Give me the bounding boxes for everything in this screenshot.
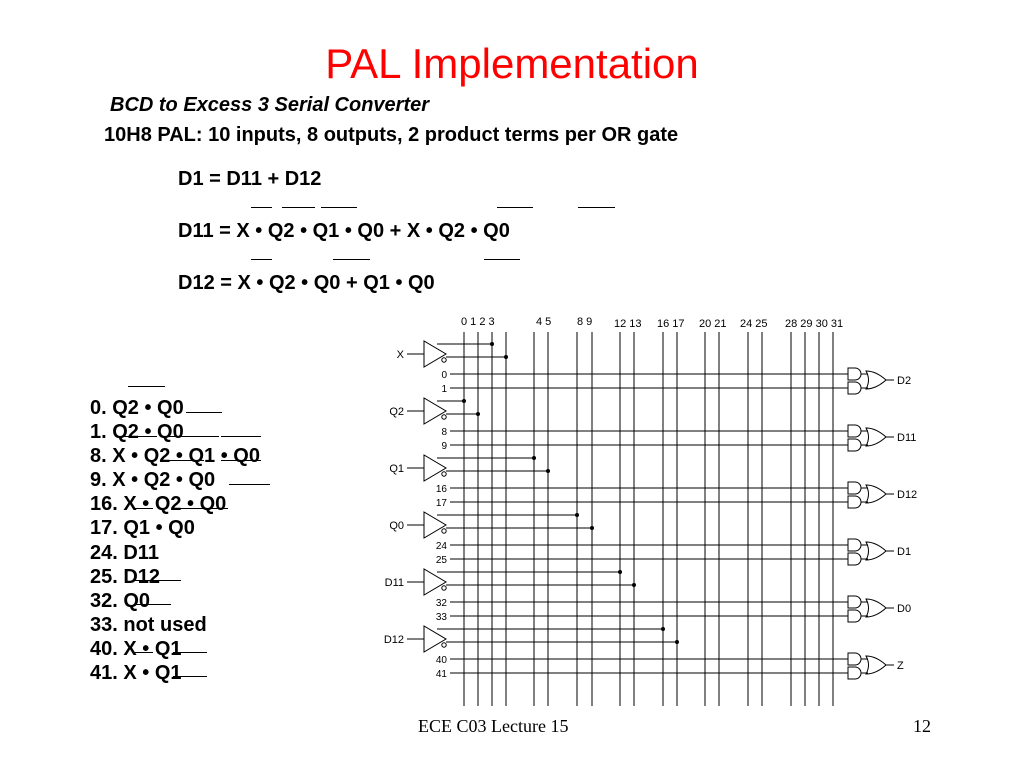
junction-dot <box>532 456 536 460</box>
product-term: 40. X • Q1 <box>90 637 182 660</box>
row-label: 24 <box>436 541 448 552</box>
input-label: X <box>397 349 405 361</box>
buffer-icon <box>423 625 447 653</box>
junction-dot <box>504 355 508 359</box>
footer-lecture: ECE C03 Lecture 15 <box>418 716 569 736</box>
input-label: D11 <box>385 577 404 589</box>
output-label: D1 <box>897 546 911 558</box>
output-label: D11 <box>897 432 916 444</box>
pal-description: 10H8 PAL: 10 inputs, 8 outputs, 2 produc… <box>104 124 679 146</box>
row-label: 9 <box>441 441 447 452</box>
row-label: 41 <box>436 669 448 680</box>
column-label: 0 1 2 3 <box>461 316 495 328</box>
product-term: 16. X • Q2 • Q0 <box>90 493 227 516</box>
product-term: 9. X • Q2 • Q0 <box>90 469 216 492</box>
row-label: 40 <box>436 655 448 666</box>
column-label: 28 29 30 31 <box>785 318 843 330</box>
row-label: 0 <box>441 370 447 381</box>
or-gate-icon <box>865 541 887 561</box>
and-gate-icon <box>847 538 862 552</box>
equation-d1: D1 = D11 + D12 <box>178 168 322 190</box>
equation-d11: D11 = X • Q2 • Q1 • Q0 + X • Q2 • Q0 <box>178 220 510 242</box>
column-label: 16 17 <box>657 318 685 330</box>
product-term: 25. D12 <box>90 565 161 588</box>
input-label: D12 <box>384 634 404 646</box>
or-gate-icon <box>865 484 887 504</box>
buffer-icon <box>423 340 447 368</box>
footer-page-number: 12 <box>913 716 931 736</box>
output-label: Z <box>897 660 904 672</box>
inverter-bubble-icon <box>441 471 447 477</box>
product-term: 33. not used <box>90 613 207 636</box>
and-gate-icon <box>847 666 862 680</box>
column-label: 12 13 <box>614 318 642 330</box>
input-label: Q2 <box>389 406 404 418</box>
column-label: 4 5 <box>536 316 551 328</box>
column-label: 20 21 <box>699 318 727 330</box>
junction-dot <box>476 412 480 416</box>
and-gate-icon <box>847 438 862 452</box>
product-term: 32. Q0 <box>90 589 151 612</box>
and-gate-icon <box>847 381 862 395</box>
junction-dot <box>462 399 466 403</box>
buffer-icon <box>423 397 447 425</box>
and-gate-icon <box>847 481 862 495</box>
and-gate-icon <box>847 367 862 381</box>
product-term-list: 0. Q2 • Q0 1. Q2 • Q0 8. X • Q2 • Q1 • Q… <box>90 396 260 685</box>
or-gate-icon <box>865 598 887 618</box>
row-label: 25 <box>436 555 448 566</box>
and-gate-icon <box>847 595 862 609</box>
junction-dot <box>675 640 679 644</box>
junction-dot <box>661 627 665 631</box>
slide-title: PAL Implementation <box>325 40 699 87</box>
and-gate-icon <box>847 495 862 509</box>
junction-dot <box>590 526 594 530</box>
input-label: Q0 <box>389 520 404 532</box>
output-label: D12 <box>897 489 917 501</box>
output-label: D2 <box>897 375 911 387</box>
product-term: 41. X • Q1 <box>90 662 182 685</box>
junction-dot <box>546 469 550 473</box>
inverter-bubble-icon <box>441 585 447 591</box>
junction-dot <box>618 570 622 574</box>
column-label: 8 9 <box>577 316 592 328</box>
buffer-icon <box>423 568 447 596</box>
inverter-bubble-icon <box>441 414 447 420</box>
row-label: 17 <box>436 498 448 509</box>
row-label: 8 <box>441 427 447 438</box>
or-gate-icon <box>865 655 887 675</box>
row-label: 1 <box>441 384 447 395</box>
junction-dot <box>632 583 636 587</box>
or-gate-icon <box>865 427 887 447</box>
inverter-bubble-icon <box>441 642 447 648</box>
product-term: 1. Q2 • Q0 <box>90 421 184 444</box>
junction-dot <box>490 342 494 346</box>
and-gate-icon <box>847 424 862 438</box>
buffer-icon <box>423 511 447 539</box>
output-label: D0 <box>897 603 911 615</box>
row-label: 32 <box>436 598 448 609</box>
slide-subtitle: BCD to Excess 3 Serial Converter <box>110 94 430 116</box>
product-term: 0. Q2 • Q0 <box>90 397 184 419</box>
inverter-bubble-icon <box>441 528 447 534</box>
and-gate-icon <box>847 609 862 623</box>
row-label: 16 <box>436 484 448 495</box>
row-label: 33 <box>436 612 448 623</box>
input-label: Q1 <box>389 463 404 475</box>
or-gate-icon <box>865 370 887 390</box>
and-gate-icon <box>847 552 862 566</box>
junction-dot <box>575 513 579 517</box>
and-gate-icon <box>847 652 862 666</box>
inverter-bubble-icon <box>441 357 447 363</box>
buffer-icon <box>423 454 447 482</box>
column-label: 24 25 <box>740 318 768 330</box>
equation-d12: D12 = X • Q2 • Q0 + Q1 • Q0 <box>178 272 435 294</box>
product-term: 17. Q1 • Q0 <box>90 517 195 540</box>
product-term: 24. D11 <box>90 541 159 564</box>
product-term: 8. X • Q2 • Q1 • Q0 <box>90 445 260 468</box>
